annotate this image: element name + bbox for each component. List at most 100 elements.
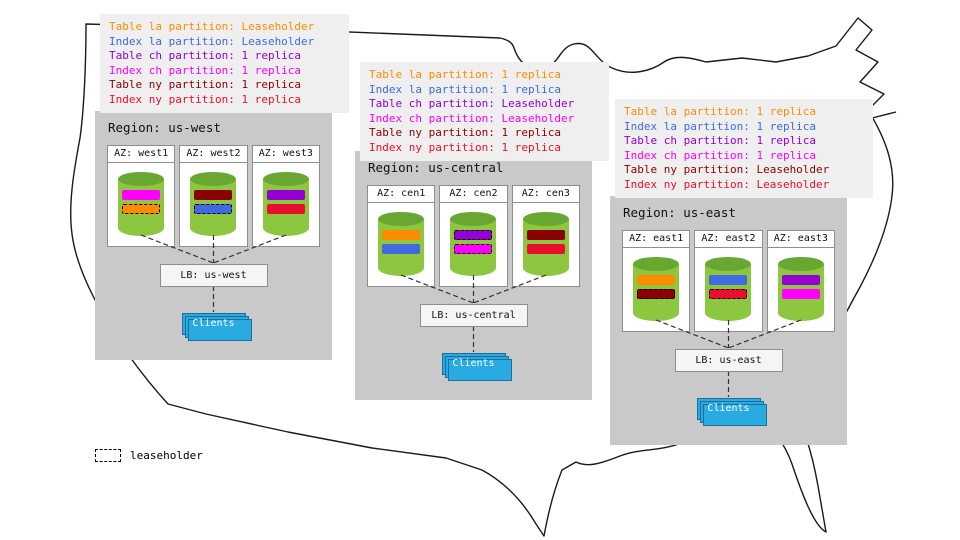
partition-bars [523, 230, 569, 258]
legend-entry: Table ch partition: 1 replica [109, 49, 302, 62]
partition-bar [637, 289, 676, 299]
legend-entry: Table la partition: 1 replica [369, 68, 562, 81]
partition-bar [526, 230, 565, 240]
partition-bar [122, 204, 161, 214]
az-box-cen1: AZ: cen1 [367, 185, 436, 287]
cylinder-wrap [695, 248, 761, 331]
cylinder-top [262, 172, 309, 186]
partition-bar [781, 275, 820, 285]
legend-entry: Table ch partition: Leaseholder [369, 97, 575, 110]
cylinder-top [450, 212, 497, 226]
legend-entry: Table ny partition: Leaseholder [624, 163, 830, 176]
partition-bars [263, 190, 309, 218]
legend-entry: Index la partition: 1 replica [624, 119, 817, 133]
legend-entry: Index ny partition: Leaseholder [624, 177, 830, 191]
legend-us-central: Table la partition: 1 replica Index la p… [360, 62, 609, 161]
partition-bar [382, 230, 421, 240]
database-cylinder [190, 172, 237, 236]
az-label: AZ: east3 [767, 231, 834, 248]
partition-bar [382, 244, 421, 254]
region-panel-us-central: Region: us-central AZ: cen1 AZ: cen2 [355, 151, 592, 400]
legend-entry: Index la partition: 1 replica [369, 82, 562, 96]
cylinder-wrap [768, 248, 834, 331]
partition-bar [526, 244, 565, 254]
az-label: AZ: east1 [623, 231, 690, 248]
partition-bar [454, 244, 493, 254]
az-label: AZ: west2 [180, 146, 247, 163]
az-label: AZ: east2 [695, 231, 762, 248]
legend-entry: Table ny partition: 1 replica [369, 126, 562, 139]
leaseholder-key-label: leaseholder [130, 449, 203, 462]
region-title: Region: us-east [623, 205, 736, 220]
legend-entry: Index ch partition: 1 replica [624, 148, 817, 162]
cylinder-wrap [108, 163, 174, 246]
legend-entry: Index la partition: Leaseholder [109, 34, 315, 48]
database-cylinder [705, 257, 752, 321]
legend-entry: Table la partition: Leaseholder [109, 20, 315, 33]
az-row: AZ: west1 AZ: west2 [107, 145, 320, 247]
legend-entry: Table la partition: 1 replica [624, 105, 817, 118]
database-cylinder [378, 212, 425, 276]
partition-bars [778, 275, 824, 303]
cylinder-wrap [513, 203, 579, 286]
cylinder-wrap [180, 163, 246, 246]
az-box-east2: AZ: east2 [694, 230, 763, 332]
cylinder-wrap [253, 163, 319, 246]
leaseholder-key: leaseholder [95, 449, 203, 462]
cylinder-top [777, 257, 824, 271]
az-box-east1: AZ: east1 [622, 230, 691, 332]
az-box-west3: AZ: west3 [251, 145, 320, 247]
az-label: AZ: cen1 [368, 186, 435, 203]
az-box-cen3: AZ: cen3 [511, 185, 580, 287]
partition-bar [454, 230, 493, 240]
partition-bar [709, 289, 748, 299]
cylinder-top [522, 212, 569, 226]
partition-bar [194, 190, 233, 200]
legend-entry: Table ch partition: 1 replica [624, 134, 817, 147]
legend-entry: Index ny partition: 1 replica [109, 92, 302, 106]
partition-bar [266, 190, 305, 200]
load-balancer-us-central: LB: us-central [419, 304, 528, 327]
clients-box-us-west: Clients [181, 313, 252, 341]
az-box-west1: AZ: west1 [107, 145, 176, 247]
cylinder-top [705, 257, 752, 271]
database-cylinder [118, 172, 165, 236]
partition-bars [118, 190, 164, 218]
clients-box-us-central: Clients [441, 353, 512, 381]
partition-bar [194, 204, 233, 214]
database-cylinder [777, 257, 824, 321]
partition-bars [190, 190, 236, 218]
legend-us-west: Table la partition: Leaseholder Index la… [100, 14, 349, 113]
cylinder-top [378, 212, 425, 226]
cylinder-top [190, 172, 237, 186]
partition-bar [781, 289, 820, 299]
clients-box-us-east: Clients [696, 398, 767, 426]
legend-us-east: Table la partition: 1 replica Index la p… [615, 99, 873, 198]
legend-entry: Table ny partition: 1 replica [109, 78, 302, 91]
partition-bars [633, 275, 679, 303]
cylinder-wrap [623, 248, 689, 331]
database-cylinder [262, 172, 309, 236]
az-box-west2: AZ: west2 [179, 145, 248, 247]
cylinder-top [633, 257, 680, 271]
az-label: AZ: cen2 [440, 186, 507, 203]
az-row: AZ: cen1 AZ: cen2 [367, 185, 580, 287]
az-label: AZ: west3 [252, 146, 319, 163]
legend-entry: Index ny partition: 1 replica [369, 140, 562, 154]
load-balancer-us-west: LB: us-west [159, 264, 268, 287]
az-row: AZ: east1 AZ: east2 [622, 230, 835, 332]
partition-bar [122, 190, 161, 200]
load-balancer-us-east: LB: us-east [674, 349, 783, 372]
partition-bars [705, 275, 751, 303]
leaseholder-swatch-icon [95, 449, 121, 462]
partition-bars [450, 230, 496, 258]
az-box-east3: AZ: east3 [766, 230, 835, 332]
partition-bar [266, 204, 305, 214]
cylinder-top [118, 172, 165, 186]
partition-bars [378, 230, 424, 258]
database-cylinder [450, 212, 497, 276]
database-cylinder [633, 257, 680, 321]
region-title: Region: us-central [368, 160, 504, 175]
cylinder-wrap [440, 203, 506, 286]
